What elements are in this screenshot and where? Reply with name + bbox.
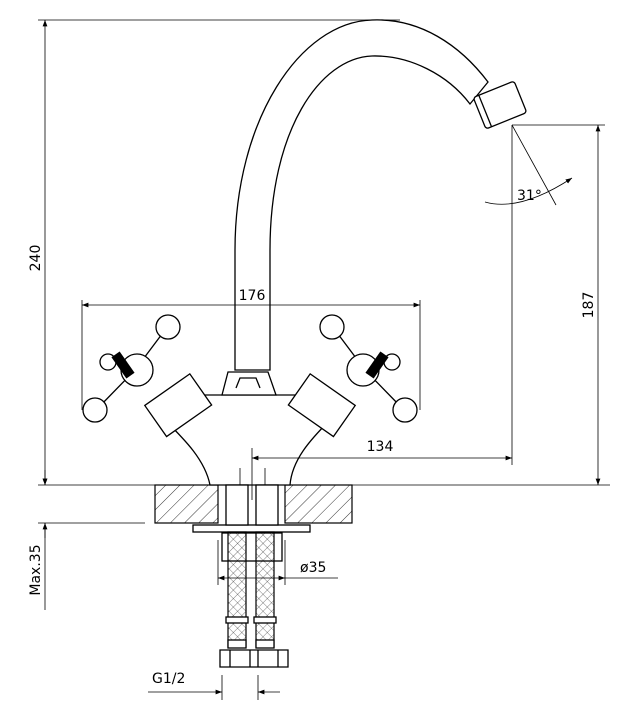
left-handle [82,314,181,423]
label-134: 134 [367,439,394,455]
dimension-connection: G1/2 [148,671,280,700]
label-max35: Max.35 [28,544,44,595]
faucet-body [143,371,357,486]
dimension-deck-thickness: Max.35 [28,470,48,610]
aerator-nozzle [473,81,527,129]
dimension-spout-height: 187 [512,124,605,485]
dimension-hole-diameter: ø35 [217,540,338,585]
right-handle [319,314,418,423]
label-176: 176 [239,288,266,304]
label-g12: G1/2 [152,671,185,687]
deck-section [154,484,353,524]
dimension-handle-span: 176 [81,288,421,410]
dimension-spout-angle: 31° [484,124,573,206]
supply-hoses [219,531,289,668]
label-d35: ø35 [300,560,326,576]
label-240: 240 [28,245,44,272]
spout [234,19,527,371]
label-187: 187 [581,292,597,319]
spout-nut [221,371,277,396]
dimension-spout-reach: 134 [251,125,513,500]
label-31deg: 31° [517,188,542,204]
dimension-total-height: 240 [28,19,400,485]
